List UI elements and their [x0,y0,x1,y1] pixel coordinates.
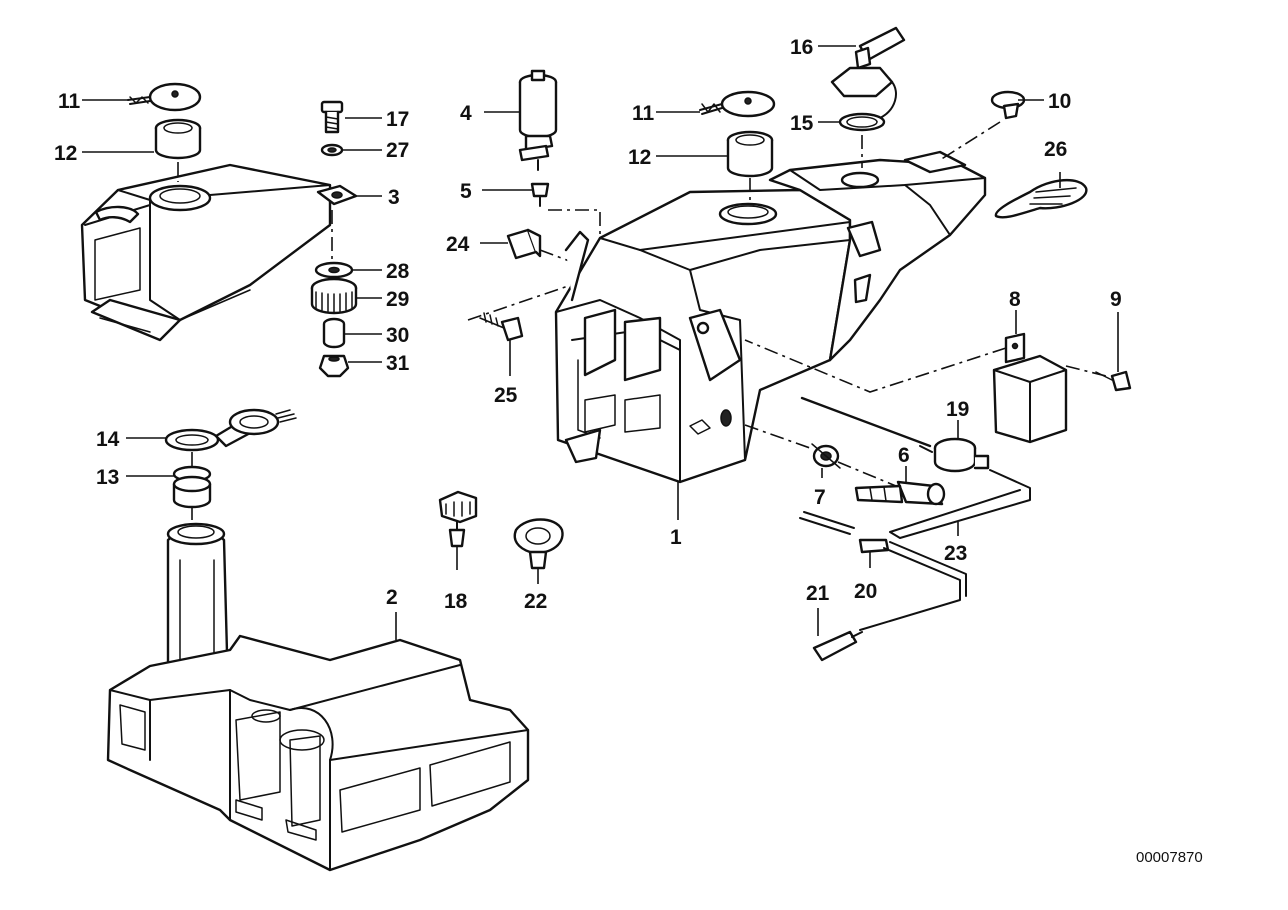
callout-5: 5 [460,180,472,203]
cap-part-11-right [699,90,776,118]
callout-10: 10 [1048,90,1071,113]
callout-24: 24 [446,233,470,256]
clip-part-18 [438,490,478,548]
callout-31: 31 [386,352,410,375]
grommet-part-7 [811,443,841,469]
callout-12-right: 12 [628,146,651,169]
tag-part-26 [994,178,1088,219]
callout-22: 22 [524,590,547,613]
callout-25: 25 [494,384,518,407]
callout-21: 21 [806,582,830,605]
filler-neck-part-13 [172,465,212,509]
callout-30: 30 [386,324,409,347]
callout-4: 4 [460,102,472,125]
grommet-part-5 [530,182,550,207]
cap-part-10 [990,90,1026,120]
sleeve-part-12-right [726,130,774,178]
callout-20: 20 [854,580,877,603]
ring-part-15 [838,112,886,132]
cap-part-11-left [127,82,202,112]
sleeve-part-12-left [154,118,202,160]
callout-16: 16 [790,36,813,59]
callout-8: 8 [1009,288,1021,311]
leader-lines [82,45,1119,640]
callout-19: 19 [946,398,969,421]
callout-14: 14 [96,428,120,451]
hose-part-23 [889,469,1031,539]
callout-11-right: 11 [632,102,655,125]
plug-part-6 [854,480,946,506]
callout-9: 9 [1110,288,1122,311]
main-reservoir-tank [554,150,987,484]
callout-11-left: 11 [58,90,81,113]
callout-26: 26 [1044,138,1067,161]
callout-15: 15 [790,112,814,135]
callout-18: 18 [444,590,468,613]
callout-2: 2 [386,586,398,609]
nozzle-part-21 [812,630,863,662]
callout-labels: 11 12 17 27 3 28 29 30 31 4 5 24 25 11 1… [54,36,1122,613]
callout-3: 3 [388,186,400,209]
small-reservoir-tank [80,163,332,342]
callout-12-left: 12 [54,142,77,165]
large-reservoir-tank [106,522,530,872]
control-unit-part-8 [992,332,1068,444]
callout-17: 17 [386,108,409,131]
screw-part-25 [479,312,524,342]
callout-6: 6 [898,444,910,467]
callout-29: 29 [386,288,409,311]
callout-23: 23 [944,542,967,565]
hose-part-16 [830,26,906,119]
pump-part-4 [518,69,558,171]
callout-27: 27 [386,139,409,162]
junction-part-20 [799,511,967,631]
callout-7: 7 [814,486,826,509]
callout-28: 28 [386,260,410,283]
callout-13: 13 [96,466,119,489]
connector-part-24 [506,228,542,260]
reference-number: 00007870 [1136,849,1203,866]
fastener-stack [310,100,358,378]
valve-part-19 [919,437,990,473]
cap-part-14 [164,408,297,452]
clamp-part-22 [513,518,564,570]
callout-1: 1 [670,526,682,549]
